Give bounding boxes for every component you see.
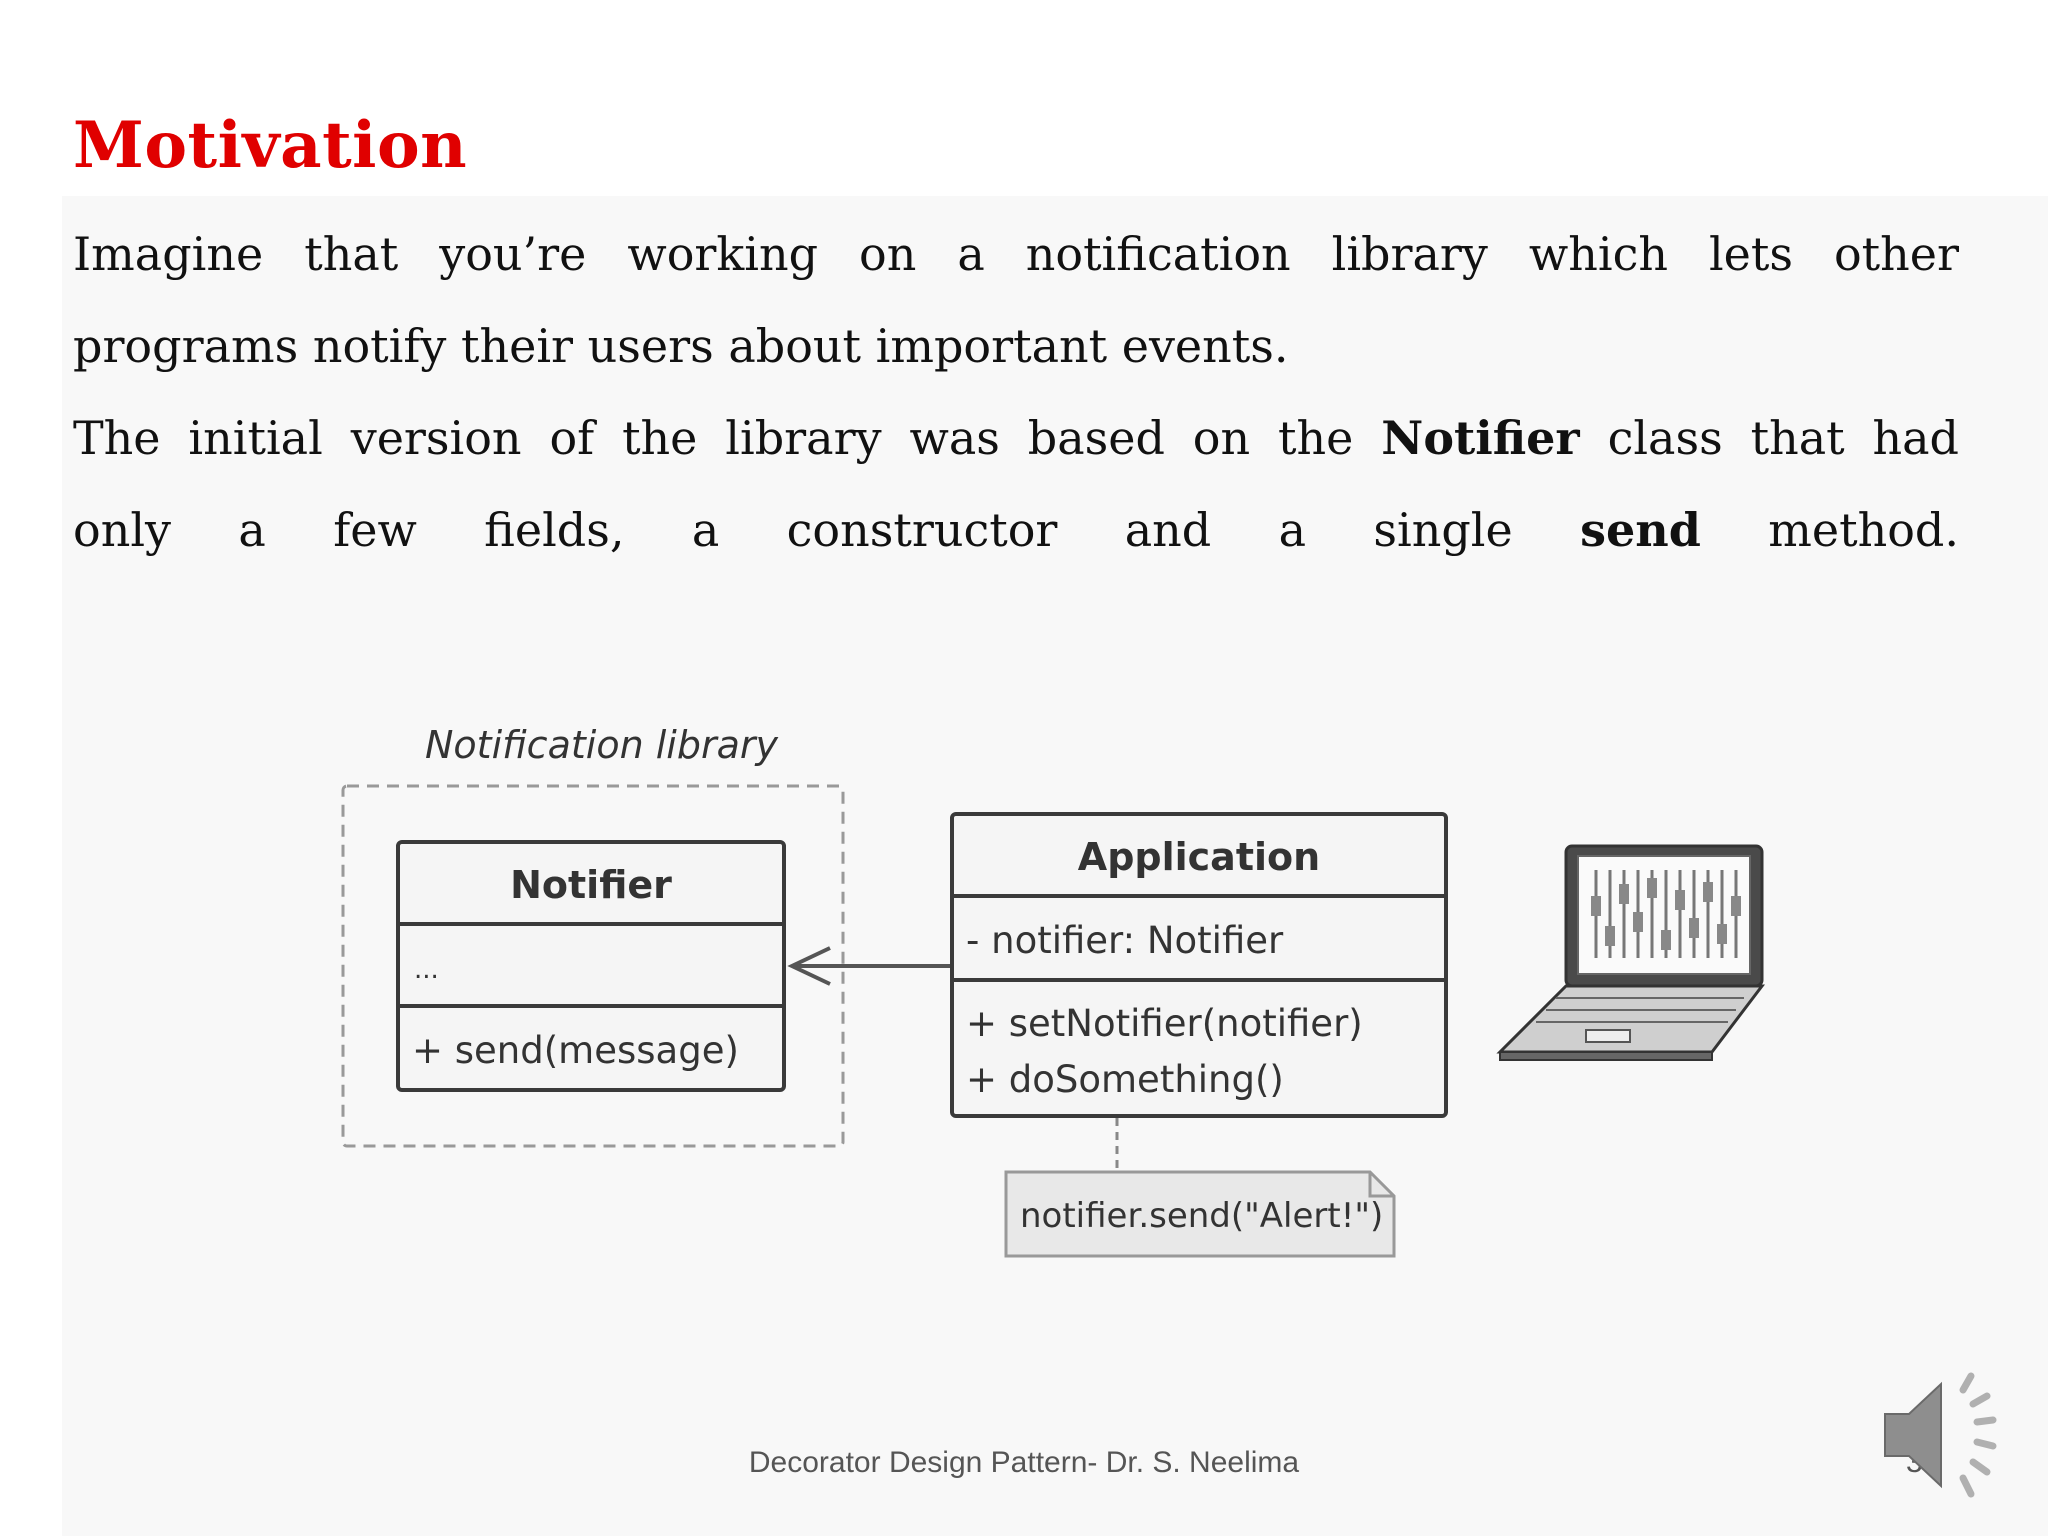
send-keyword: send xyxy=(1580,503,1701,557)
laptop-icon xyxy=(1496,844,1766,1061)
note-fold xyxy=(1368,1172,1394,1198)
speaker-icon[interactable] xyxy=(1875,1370,2015,1500)
slide-title: Motivation xyxy=(73,108,468,183)
association-arrowhead xyxy=(787,946,831,986)
text-segment: The initial version of the library was b… xyxy=(73,411,1382,465)
application-class: Application - notifier: Notifier + setNo… xyxy=(950,812,1448,1118)
paragraph-notifier: The initial version of the library was b… xyxy=(73,392,1959,576)
paragraph-notifier-line-1: The initial version of the library was b… xyxy=(73,392,1959,484)
note-text: notifier.send("Alert!") xyxy=(1020,1196,1383,1236)
paragraph-notifier-line-2: only a few fields, a constructor and a s… xyxy=(73,484,1959,576)
paragraph-intro-line-2: programs notify their users about import… xyxy=(73,319,1289,373)
package-label: Notification library xyxy=(425,723,778,767)
notifier-class-box xyxy=(396,840,786,1092)
text-segment: only a few fields, a constructor and a s… xyxy=(73,503,1581,557)
text-segment: method. xyxy=(1700,503,1959,557)
package-boundary xyxy=(341,784,845,1148)
application-method-dosomething: + doSomething() xyxy=(966,1058,1284,1101)
slide-footer: Decorator Design Pattern- Dr. S. Neelima xyxy=(748,1446,1300,1479)
notifier-class: Notifier ... + send(message) xyxy=(396,840,786,1092)
note: notifier.send("Alert!") xyxy=(1004,1170,1396,1258)
paragraph-intro-line-1: Imagine that you’re working on a notific… xyxy=(73,227,1959,281)
paragraph-intro: Imagine that you’re working on a notific… xyxy=(73,208,1959,392)
application-method-setnotifier: + setNotifier(notifier) xyxy=(966,1002,1363,1045)
application-class-box xyxy=(950,812,1448,1118)
notifier-method-send: + send(message) xyxy=(412,1029,739,1072)
application-field-notifier: - notifier: Notifier xyxy=(966,919,1284,962)
notifier-class-name: Notifier xyxy=(510,863,672,907)
application-class-name: Application xyxy=(1078,835,1320,879)
text-segment: class that had xyxy=(1579,411,1959,465)
notifier-fields: ... xyxy=(414,955,439,985)
note-box xyxy=(1004,1170,1396,1258)
notifier-keyword: Notifier xyxy=(1381,411,1580,465)
